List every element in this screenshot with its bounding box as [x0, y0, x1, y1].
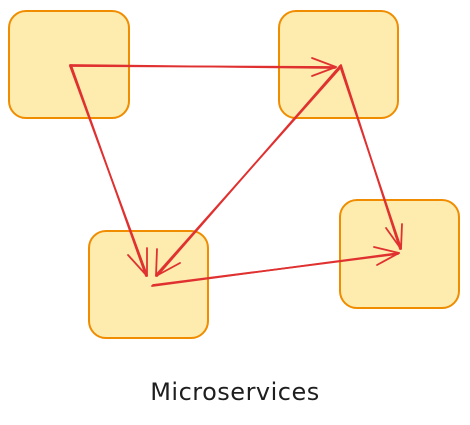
diagram-caption: Microservices	[150, 378, 320, 406]
arrow-top-left-to-bottom-left	[69, 64, 148, 277]
arrow-top-right-to-bottom-left	[155, 65, 342, 277]
service-box-bottom-right[interactable]	[339, 199, 460, 309]
service-box-top-left[interactable]	[8, 10, 130, 119]
service-box-top-right[interactable]	[278, 10, 399, 119]
arrow-top-right-to-bottom-right	[339, 64, 403, 250]
arrow-bottom-left-to-bottom-right	[151, 246, 400, 287]
arrow-top-left-to-top-right	[69, 57, 337, 77]
service-box-bottom-left[interactable]	[88, 230, 209, 339]
